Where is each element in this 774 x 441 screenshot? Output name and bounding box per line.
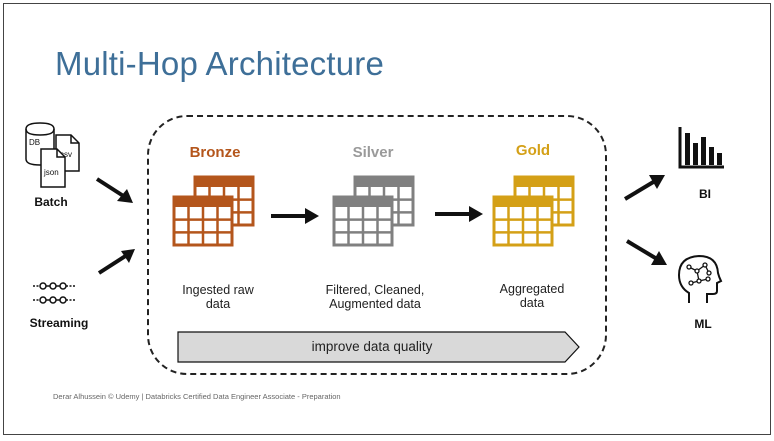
tier-description-silver: Filtered, Cleaned, Augmented data bbox=[313, 283, 437, 311]
tier-description-line: Ingested raw bbox=[182, 283, 254, 297]
quality-arrow-bar bbox=[177, 331, 580, 363]
tier-title-bronze: Bronze bbox=[189, 144, 241, 161]
table-grid bbox=[492, 195, 554, 247]
tier-description-line: Aggregated bbox=[499, 282, 565, 296]
json-label: json bbox=[43, 168, 59, 177]
gold-table-icon bbox=[492, 175, 575, 247]
table-grid bbox=[172, 195, 234, 247]
tier-description-gold: Aggregated data bbox=[477, 282, 587, 310]
bronze-to-silver-arrow-icon bbox=[271, 208, 319, 224]
tier-description-bronze: Ingested raw data bbox=[163, 283, 273, 311]
bar-chart-icon bbox=[678, 127, 724, 169]
stream-icon bbox=[33, 282, 75, 304]
slide: Multi-Hop Architecture DB csv json Batch bbox=[3, 3, 771, 435]
table-grid bbox=[332, 195, 394, 247]
tier-title-silver: Silver bbox=[352, 144, 394, 161]
lakehouse-boundary bbox=[147, 115, 607, 375]
silver-table-icon bbox=[332, 175, 415, 247]
tier-description-line: Augmented data bbox=[329, 297, 421, 311]
tier-description-line: data bbox=[205, 297, 231, 311]
batch-files-icon: DB csv json bbox=[25, 122, 80, 188]
streaming-label: Streaming bbox=[29, 316, 89, 330]
bi-label: BI bbox=[699, 187, 711, 201]
csv-label: csv bbox=[60, 150, 72, 159]
silver-to-gold-arrow-icon bbox=[435, 206, 483, 222]
tier-description-line: data bbox=[519, 296, 545, 310]
bronze-table-icon bbox=[172, 175, 255, 247]
tier-title-gold: Gold bbox=[515, 142, 551, 159]
tier-description-line: Filtered, Cleaned, bbox=[325, 283, 425, 297]
batch-arrow-icon bbox=[95, 177, 133, 203]
db-label: DB bbox=[29, 138, 40, 147]
batch-label: Batch bbox=[34, 195, 68, 209]
brain-head-icon bbox=[677, 254, 723, 303]
streaming-arrow-icon bbox=[97, 249, 135, 275]
quality-label: improve data quality bbox=[311, 339, 433, 354]
to-ml-arrow-icon bbox=[625, 239, 667, 265]
ml-label: ML bbox=[694, 317, 712, 331]
json-file-icon: json bbox=[40, 148, 66, 188]
page-title: Multi-Hop Architecture bbox=[55, 45, 385, 82]
to-bi-arrow-icon bbox=[623, 175, 665, 201]
footer-credit: Derar Alhussein © Udemy | Databricks Cer… bbox=[53, 392, 341, 401]
